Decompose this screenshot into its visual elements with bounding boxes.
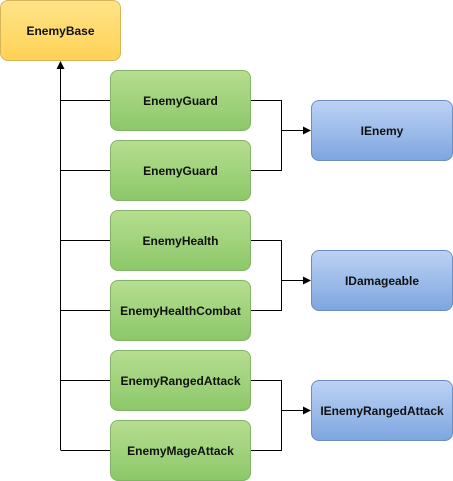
i-damageable-label: IDamageable: [344, 273, 420, 288]
i-damageable-node[interactable]: IDamageable: [311, 250, 453, 311]
enemy-guard-node-1[interactable]: EnemyGuard: [110, 70, 251, 131]
implements-i-enemy-bracket: [251, 100, 282, 171]
enemy-health-combat-label: EnemyHealthCombat: [120, 303, 241, 318]
enemy-health-node[interactable]: EnemyHealth: [110, 210, 251, 271]
i-enemy-label: IEnemy: [360, 123, 404, 138]
enemy-guard-label-1: EnemyGuard: [143, 93, 218, 108]
implements-i-enemy-ranged-attack-bracket: [251, 380, 282, 451]
enemy-health-label: EnemyHealth: [142, 233, 219, 248]
i-enemy-node[interactable]: IEnemy: [311, 100, 453, 161]
enemy-ranged-attack-label: EnemyRangedAttack: [120, 373, 241, 388]
enemy-guard-node-2[interactable]: EnemyGuard: [110, 140, 251, 201]
i-enemy-ranged-attack-node[interactable]: IEnemyRangedAttack: [311, 380, 453, 441]
enemy-guard-label-2: EnemyGuard: [143, 163, 218, 178]
enemy-mage-attack-label: EnemyMageAttack: [127, 443, 234, 458]
enemy-ranged-attack-node[interactable]: EnemyRangedAttack: [110, 350, 251, 411]
i-enemy-ranged-attack-label: IEnemyRangedAttack: [320, 403, 444, 418]
enemy-base-node[interactable]: EnemyBase: [0, 0, 121, 61]
implements-i-damageable-bracket: [251, 240, 282, 311]
enemy-mage-attack-node[interactable]: EnemyMageAttack: [110, 420, 251, 481]
enemy-health-combat-node[interactable]: EnemyHealthCombat: [110, 280, 251, 341]
enemy-base-label: EnemyBase: [26, 23, 95, 38]
